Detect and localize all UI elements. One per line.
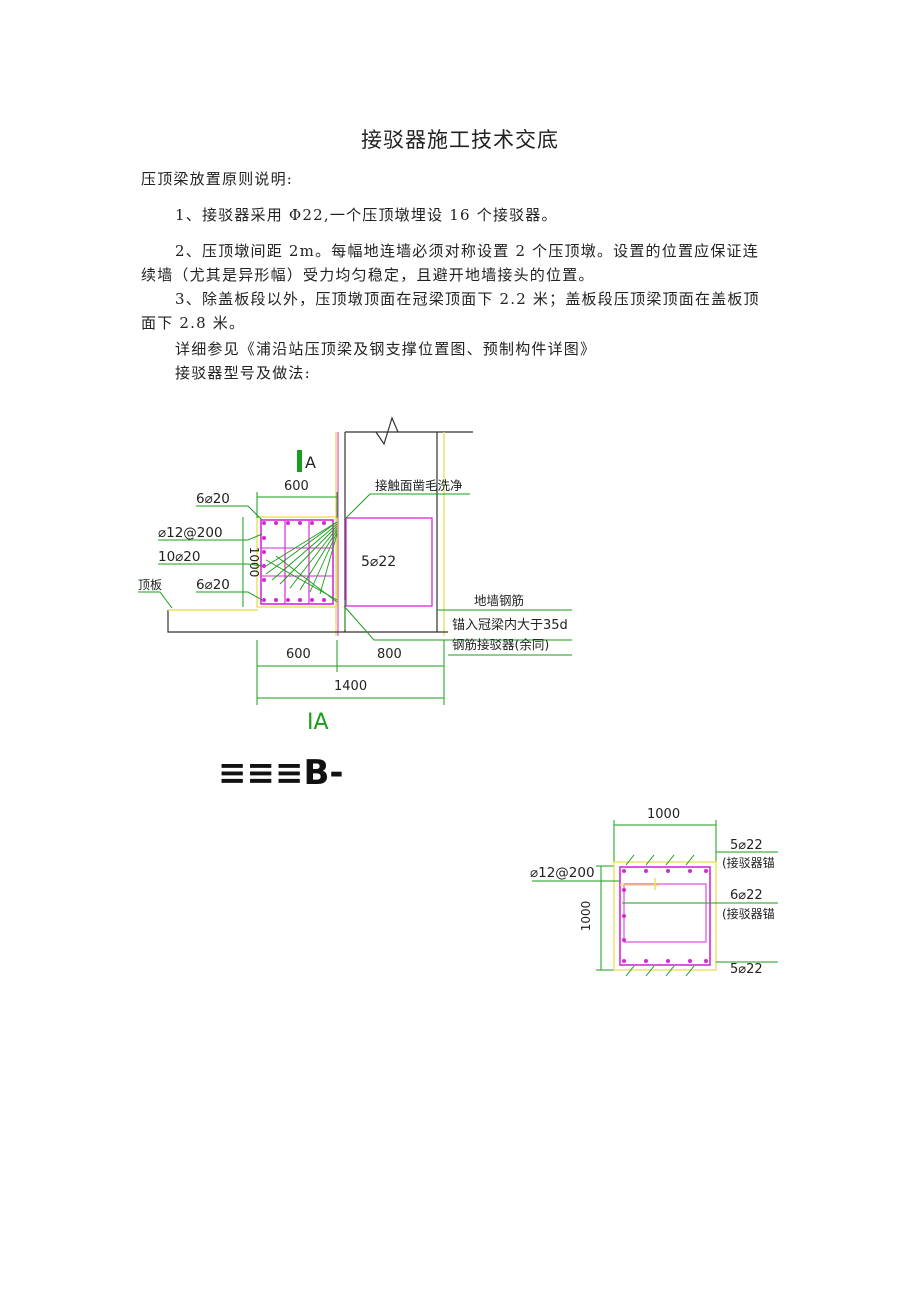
paragraph-2b: 续墙（尤其是异形幅）受力均匀稳定，且避开地墙接头的位置。 xyxy=(141,266,595,284)
document-title: 接驳器施工技术交底 xyxy=(361,128,559,152)
label-phi12-200: ⌀12@200 xyxy=(158,525,223,541)
label-wall-rebar: 地墙钢筋 xyxy=(474,593,524,608)
dim-side-1000: 1000 xyxy=(247,547,261,578)
paragraph-2a: 2、压顶墩间距 2m。每幅地连墙必须对称设置 2 个压顶墩。设置的位置应保证连 xyxy=(175,242,759,260)
paragraph-model: 接驳器型号及做法: xyxy=(175,364,311,382)
label-rebar-coupler: 钢筋接驳器(余同) xyxy=(452,637,549,652)
paragraph-3a: 3、除盖板段以外，压顶墩顶面在冠梁顶面下 2.2 米；盖板段压顶梁顶面在盖板顶 xyxy=(175,290,760,308)
section-mark-a: A xyxy=(305,453,316,472)
dim-bottom-600: 600 xyxy=(286,647,311,662)
dim-bottom-800: 800 xyxy=(377,647,402,662)
paragraph-3b: 面下 2.8 米。 xyxy=(141,314,246,332)
dim-total-1400: 1400 xyxy=(334,679,367,694)
label-10phi20: 10⌀20 xyxy=(158,549,200,565)
dim-top-600: 600 xyxy=(284,479,309,494)
label-contact-surface: 接触面凿毛洗净 xyxy=(375,478,463,493)
paragraph-reference: 详细参见《浦沿站压顶梁及钢支撑位置图、预制构件详图》 xyxy=(175,340,597,358)
label-6phi20-top: 6⌀20 xyxy=(196,491,230,507)
label-6phi20-bottom: 6⌀20 xyxy=(196,577,230,593)
label-5phi22: 5⌀22 xyxy=(361,554,396,570)
paragraph-1: 1、接驳器采用 Φ22,一个压顶墩埋设 16 个接驳器。 xyxy=(175,206,558,224)
label-roof-slab: 顶板 xyxy=(138,578,162,592)
section-caption-ia: IA xyxy=(307,710,329,735)
label-anchor-35d: 锚入冠梁内大于35d xyxy=(452,617,568,633)
paragraph-intro: 压顶梁放置原则说明: xyxy=(141,170,294,188)
